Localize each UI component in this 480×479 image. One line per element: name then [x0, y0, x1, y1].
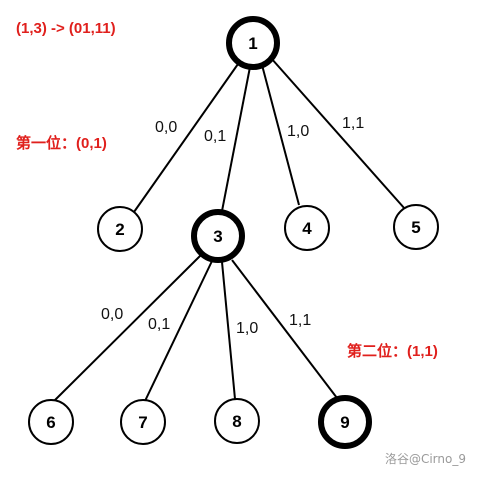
edge-labels: 0,0 0,1 1,0 1,1 0,0 0,1 1,0 1,1 [101, 115, 364, 337]
edge-label-1-3: 0,1 [204, 128, 226, 145]
node-label-2: 2 [115, 220, 124, 239]
tree-node-3: 3 [191, 209, 245, 263]
edge-1-5 [270, 57, 406, 210]
edge-label-3-6: 0,0 [101, 306, 123, 323]
tree-node-4: 4 [284, 205, 330, 251]
node-label-7: 7 [138, 413, 147, 432]
node-label-5: 5 [411, 218, 420, 237]
node-label-6: 6 [46, 413, 55, 432]
nodes: 1 2 3 4 5 6 7 8 [28, 16, 439, 449]
tree-node-5: 5 [393, 204, 439, 250]
edge-label-3-9: 1,1 [289, 312, 311, 329]
edge-1-3 [221, 66, 251, 212]
edge-3-7 [144, 260, 213, 402]
node-label-9: 9 [340, 413, 349, 432]
edges [52, 57, 406, 403]
edge-label-1-4: 1,0 [287, 123, 309, 140]
tree-node-6: 6 [28, 399, 74, 445]
edge-3-8 [221, 261, 236, 400]
edge-label-3-7: 0,1 [148, 316, 170, 333]
tree-node-8: 8 [214, 398, 260, 444]
tree-node-9: 9 [318, 395, 372, 449]
edge-label-1-5: 1,1 [342, 115, 364, 132]
watermark: 洛谷@Cirno_9 [385, 451, 466, 466]
tree-node-1: 1 [226, 16, 280, 70]
edge-label-3-8: 1,0 [236, 320, 258, 337]
edge-3-9 [231, 259, 338, 399]
edge-1-4 [261, 64, 300, 206]
edge-3-6 [52, 254, 202, 403]
mapping-annotation: (1,3) -> (01,11) [16, 20, 116, 37]
tree-node-7: 7 [120, 399, 166, 445]
node-label-1: 1 [248, 34, 257, 53]
node-label-4: 4 [302, 219, 312, 238]
edge-1-2 [133, 63, 239, 213]
node-label-3: 3 [213, 227, 222, 246]
node-label-8: 8 [232, 412, 241, 431]
second-bit-annotation: 第二位：(1,1) [347, 342, 438, 360]
edge-label-1-2: 0,0 [155, 119, 177, 136]
tree-node-2: 2 [97, 206, 143, 252]
first-bit-annotation: 第一位：(0,1) [16, 134, 107, 152]
